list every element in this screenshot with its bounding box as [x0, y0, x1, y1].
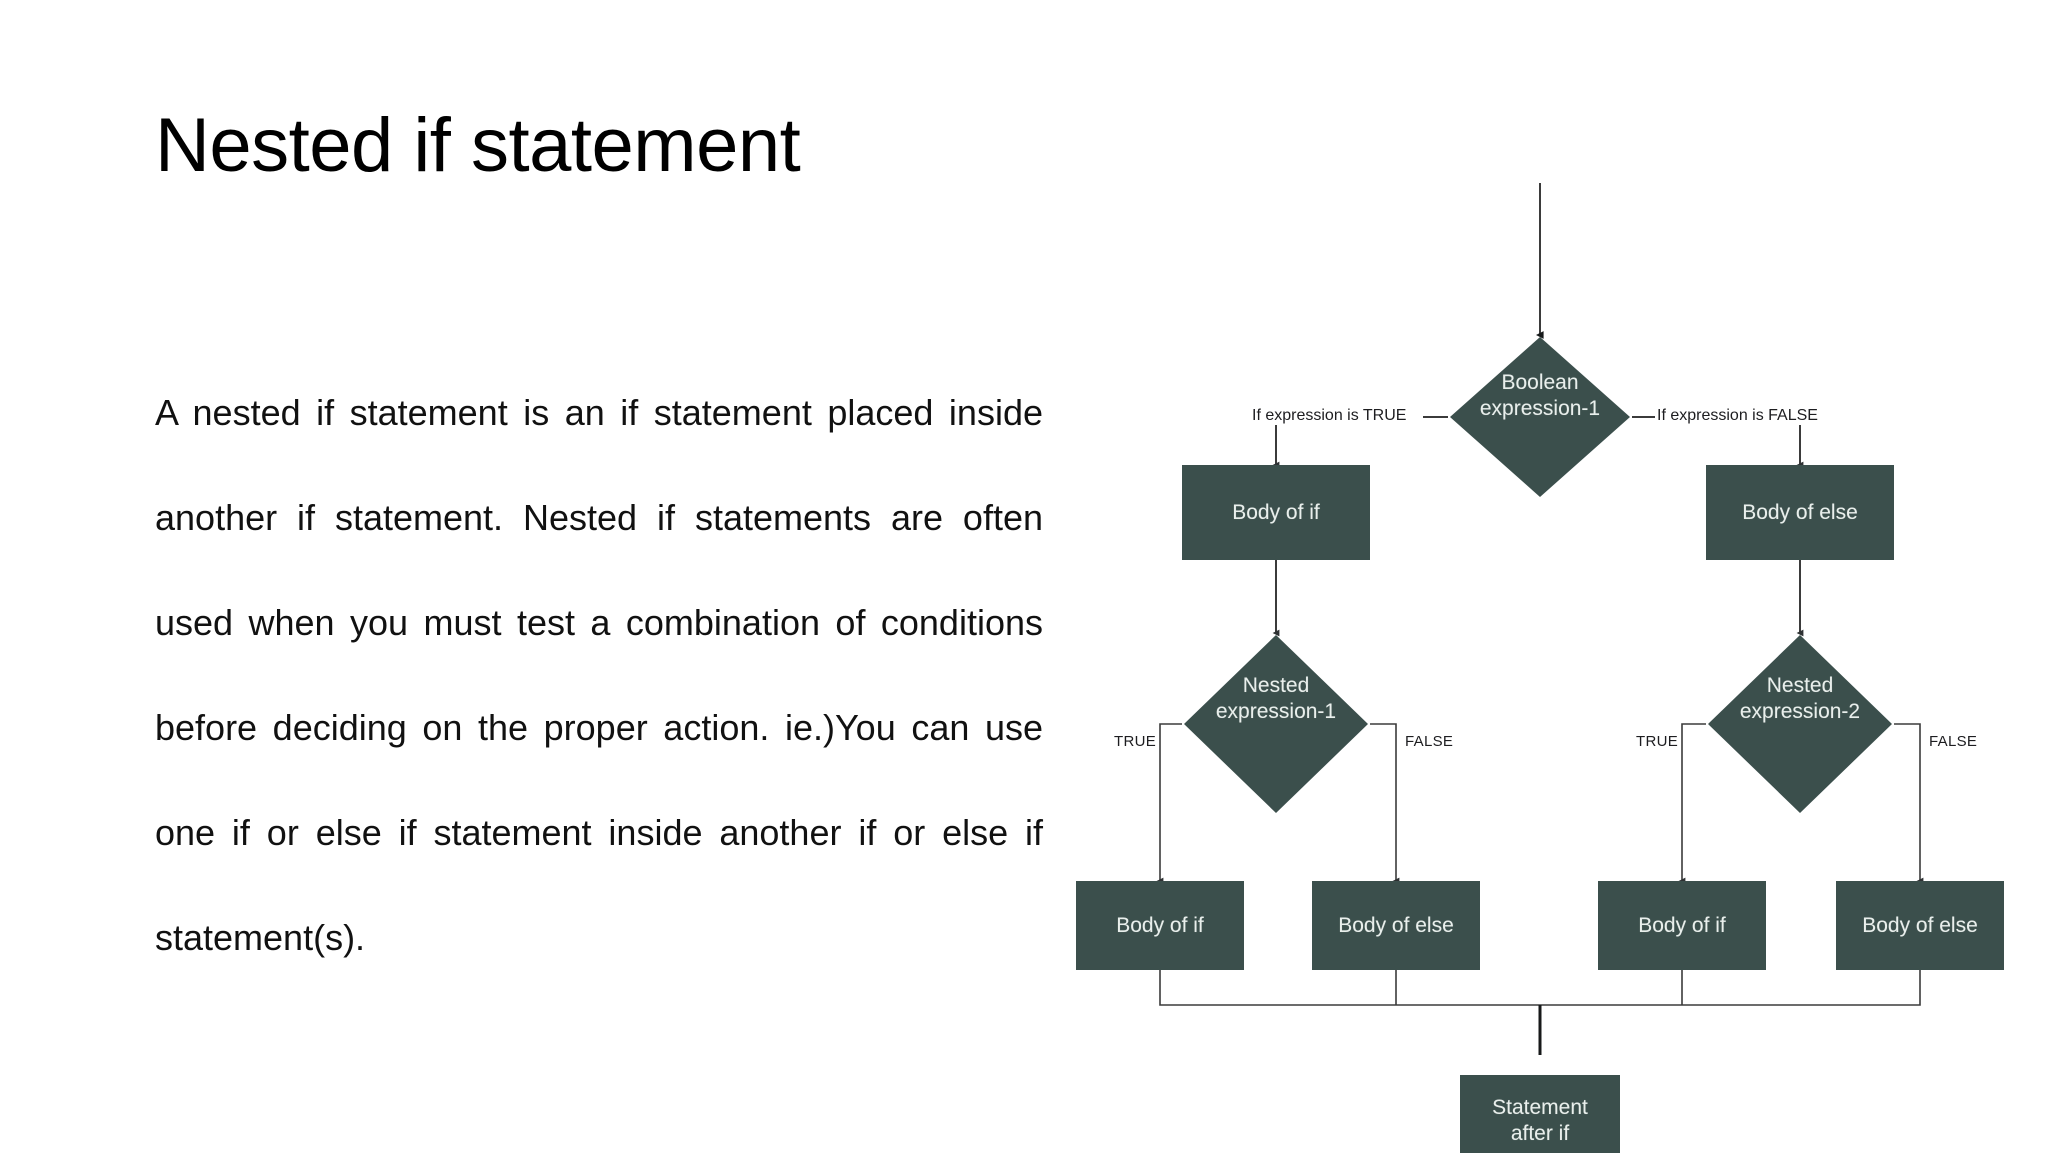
body-of-if-box-3 — [1598, 881, 1766, 970]
nested-if-flowchart: Boolean expression-1 Body of if Body of … — [1030, 175, 2030, 1153]
body-of-else-box-1 — [1706, 465, 1894, 560]
body-of-if-box-2 — [1076, 881, 1244, 970]
statement-after-if-box — [1460, 1075, 1620, 1153]
body-of-else-box-2 — [1312, 881, 1480, 970]
edge-nested2-false — [1894, 723, 1924, 885]
page-title: Nested if statement — [155, 103, 801, 188]
edge-nested2-true — [1678, 723, 1706, 885]
boolean-expression-diamond — [1450, 337, 1630, 497]
body-of-else-box-3 — [1836, 881, 2004, 970]
nested-expression-2-diamond — [1708, 635, 1892, 813]
edge-nested1-false — [1370, 723, 1400, 885]
body-of-if-box-1 — [1182, 465, 1370, 560]
edge-nested1-true — [1156, 723, 1182, 885]
body-paragraph: A nested if statement is an if statement… — [155, 392, 1043, 958]
flowchart-connectors — [1156, 183, 1924, 1055]
edge-merge-bus-outer — [1159, 970, 1921, 1006]
nested-expression-1-diamond — [1184, 635, 1368, 813]
